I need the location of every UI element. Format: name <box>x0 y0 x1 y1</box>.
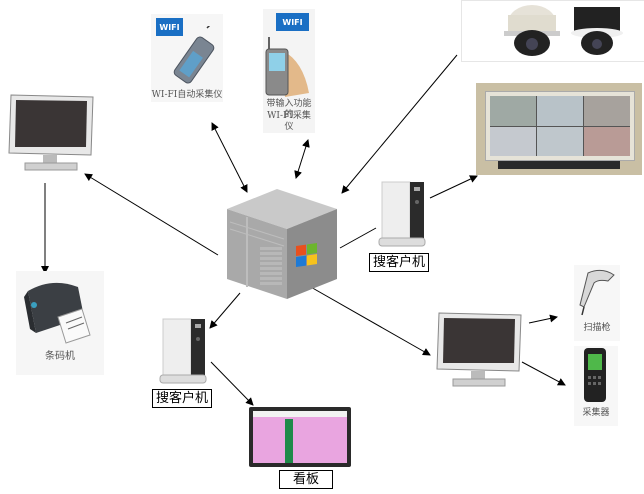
wifi-input-collector-node: WIFI 带输入功能的 WI-FI采集仪 <box>263 9 315 133</box>
barcode-scanner-icon <box>579 269 615 316</box>
handheld-collector-caption: 采集器 <box>582 408 610 418</box>
thin-client-icon <box>378 181 426 247</box>
video-wall-frame <box>485 91 635 161</box>
video-wall-screens <box>490 96 630 156</box>
video-wall-base <box>498 161 620 169</box>
kanban-board-node <box>249 407 351 467</box>
client-bottom-node <box>158 317 208 387</box>
edge-server-client-right <box>339 227 377 249</box>
wifi-badge: WIFI <box>156 18 183 36</box>
client-bottom-label: 搜客户机 <box>152 389 213 408</box>
client-right-label: 搜客户机 <box>369 253 430 272</box>
edge-server-monitor-left <box>84 173 219 256</box>
wifi-auto-collector-node: WIFI WI-FI自动采集仪 <box>151 14 223 102</box>
wifi-badge: WIFI <box>276 13 309 31</box>
client-right-node <box>377 180 427 250</box>
video-wall-node <box>476 83 642 175</box>
edge-server-monitor-right <box>308 285 431 356</box>
edge-server-wifi-input <box>294 139 310 179</box>
wifi-input-caption-line1: 带输入功能的 <box>266 99 312 120</box>
edge-cameras-server <box>341 54 458 194</box>
scanner-gun-caption: 扫描枪 <box>583 323 611 333</box>
scanner-gun-node: 扫描枪 <box>574 265 620 341</box>
windows-server-icon <box>227 189 337 299</box>
thin-client-icon <box>159 318 207 384</box>
monitor-left-node <box>5 93 95 175</box>
ptz-cameras-node <box>461 0 644 62</box>
windows-logo-icon <box>296 243 317 267</box>
barcode-printer-caption: 条码机 <box>45 351 75 362</box>
lcd-monitor-icon <box>8 94 94 171</box>
edge-client-right-videowall <box>429 175 478 199</box>
barcode-printer-node: 条码机 <box>16 271 104 375</box>
label-printer-icon <box>24 282 91 344</box>
central-server-node <box>222 187 342 299</box>
edge-monitor-right-scanner <box>528 314 558 324</box>
edge-monitor-right-collector <box>521 361 566 386</box>
monitor-right-node <box>433 311 523 391</box>
kanban-board-label: 看板 <box>279 470 333 489</box>
dome-camera-icon <box>504 5 623 56</box>
kanban-screen <box>253 411 347 463</box>
mobile-data-terminal-icon <box>584 348 606 402</box>
wifi-collector-device-icon <box>173 26 215 84</box>
edge-server-client-bottom <box>209 292 241 329</box>
handheld-wifi-device-icon <box>265 37 309 97</box>
wifi-input-caption-line2: WI-FI采集仪 <box>267 111 311 132</box>
lcd-monitor-icon <box>436 312 522 387</box>
wifi-auto-caption: WI-FI自动采集仪 <box>151 90 223 100</box>
edge-client-bottom-kanban <box>210 361 254 406</box>
handheld-collector-node: 采集器 <box>574 346 618 426</box>
edge-server-wifi-auto <box>211 122 248 193</box>
